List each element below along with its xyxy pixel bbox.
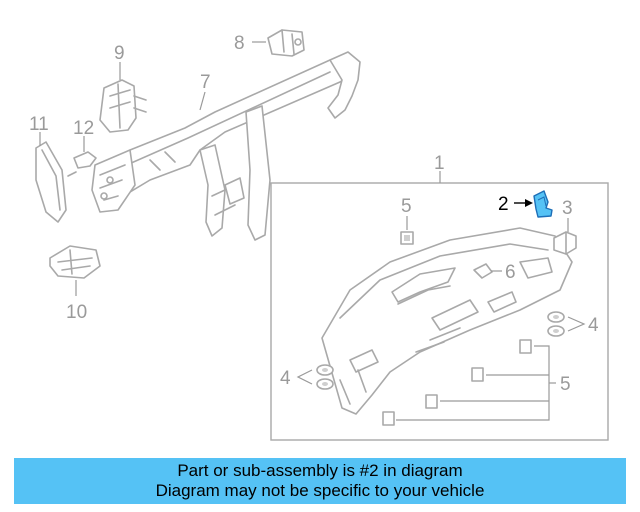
instrument-panel (321, 227, 573, 415)
callout-1: 1 (434, 153, 445, 174)
callout-7: 7 (200, 72, 211, 93)
callout-11: 11 (29, 114, 49, 135)
callout-6: 6 (505, 262, 516, 283)
callout-4-left: 4 (280, 368, 291, 389)
callout-3: 3 (562, 198, 573, 219)
clip-part-5-top (400, 231, 414, 245)
cross-car-beam (91, 51, 361, 241)
callout-5-top: 5 (401, 196, 412, 217)
clip-part-6 (473, 263, 493, 279)
callout-9: 9 (114, 43, 125, 64)
panel-part-11 (35, 141, 67, 223)
callout-12: 12 (73, 118, 94, 139)
grommets-part-4-right (547, 311, 565, 337)
info-banner: Part or sub-assembly is #2 in diagram Di… (14, 458, 626, 504)
parts-diagram: 1 2 3 4 4 5 5 6 7 8 9 10 11 12 (29, 29, 609, 441)
callout-5-right: 5 (560, 374, 571, 395)
bracket-part-9 (99, 79, 147, 133)
callout-10: 10 (66, 302, 87, 323)
clip-part-3 (553, 231, 577, 255)
bracket-part-8 (267, 29, 305, 57)
clips-part-5 (382, 339, 532, 426)
bracket-part-10 (49, 245, 101, 279)
clip-part-12 (67, 151, 97, 177)
callout-2: 2 (498, 194, 509, 215)
grommets-part-4-left (316, 364, 334, 390)
banner-line-2: Diagram may not be specific to your vehi… (155, 481, 485, 500)
callout-4-right: 4 (588, 315, 599, 336)
banner-line-1: Part or sub-assembly is #2 in diagram (177, 461, 463, 480)
callout-8: 8 (234, 33, 245, 54)
highlighted-part-2 (533, 190, 553, 218)
